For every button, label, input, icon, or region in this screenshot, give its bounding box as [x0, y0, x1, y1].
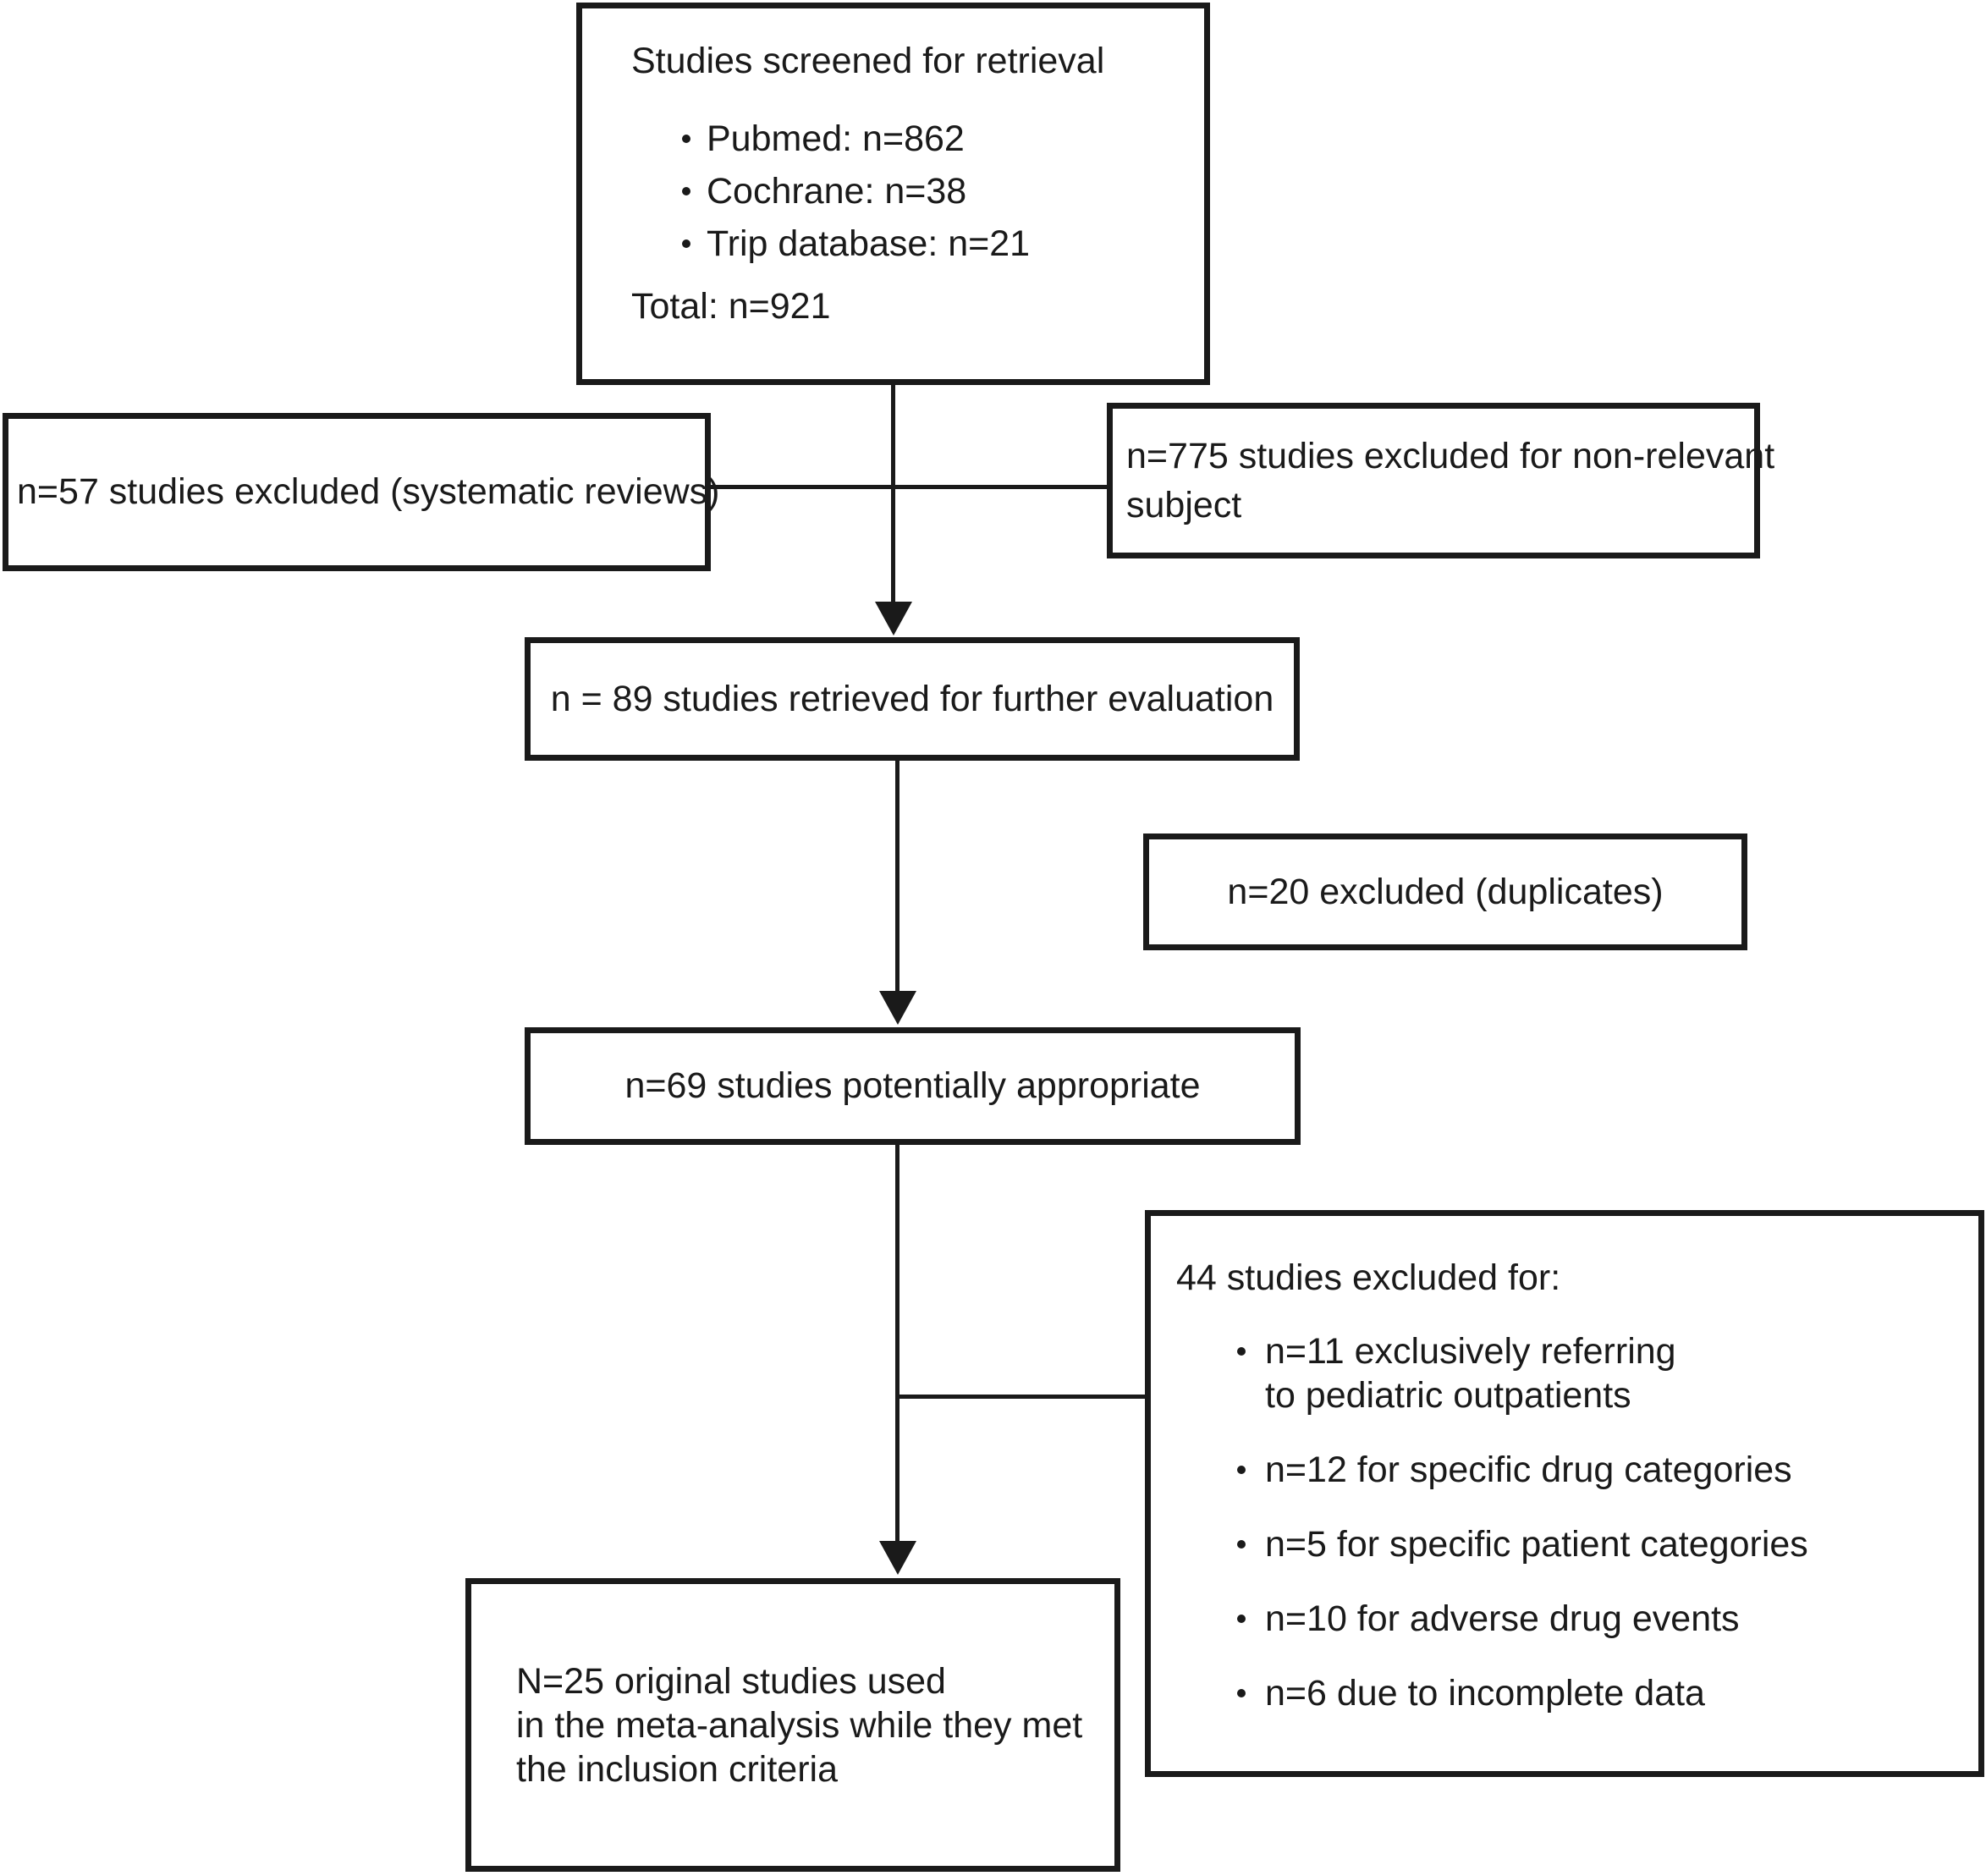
list-item-text: Cochrane: n=38 [707, 171, 967, 212]
bullet-dot-icon [682, 187, 690, 195]
list-item-text: Trip database: n=21 [707, 223, 1031, 264]
bullet-dot-icon [682, 135, 690, 143]
box-text: n=57 studies excluded (systematic review… [17, 471, 720, 512]
list-item: n=5 for specific patient categories [1176, 1522, 1961, 1566]
box-text-line: n=775 studies excluded for non-relevant [1126, 436, 1775, 476]
box-text: n=69 studies potentially appropriate [624, 1065, 1201, 1106]
box-title: 44 studies excluded for: [1176, 1257, 1561, 1298]
list-item: n=6 due to incomplete data [1176, 1671, 1961, 1715]
list-item: Pubmed: n=862 [631, 117, 1187, 161]
box-text-line: in the meta-analysis while they met [516, 1704, 1083, 1746]
box-text-line: subject [1126, 485, 1242, 525]
list-item-text: n=12 for specific drug categories [1265, 1450, 1792, 1490]
arrow-down-icon [875, 602, 912, 635]
box-excluded-duplicates: n=20 excluded (duplicates) [1143, 833, 1747, 950]
list-item-text: n=11 exclusively referring to pediatric … [1265, 1331, 1676, 1416]
bullet-dot-icon [1237, 1347, 1246, 1356]
box-studies-retrieved: n = 89 studies retrieved for further eva… [525, 637, 1300, 761]
arrow-down-icon [879, 1541, 916, 1575]
list-item: Cochrane: n=38 [631, 169, 1187, 213]
bullet-dot-icon [1237, 1540, 1246, 1549]
exclusion-reason-list: n=11 exclusively referring to pediatric … [1176, 1329, 1961, 1715]
list-item-text: n=5 for specific patient categories [1265, 1524, 1808, 1565]
bullet-dot-icon [1237, 1689, 1246, 1697]
list-item-text: n=10 for adverse drug events [1265, 1598, 1740, 1639]
box-title: Studies screened for retrieval [631, 41, 1105, 81]
box-potentially-appropriate: n=69 studies potentially appropriate [525, 1027, 1301, 1145]
box-excluded-systematic-reviews: n=57 studies excluded (systematic review… [3, 413, 720, 571]
list-item: n=12 for specific drug categories [1176, 1448, 1961, 1492]
bullet-dot-icon [1237, 1615, 1246, 1623]
box-text: n=20 excluded (duplicates) [1227, 871, 1664, 912]
bullet-dot-icon [1237, 1466, 1246, 1474]
box-text-line: N=25 original studies used [516, 1660, 946, 1702]
screened-total: Total: n=921 [631, 286, 831, 327]
box-included-studies: N=25 original studies used in the meta-a… [465, 1578, 1120, 1872]
connector-potential-to-included [895, 1145, 899, 1543]
box-text: n = 89 studies retrieved for further eva… [550, 678, 1274, 719]
box-excluded-detail: 44 studies excluded for: n=11 exclusivel… [1145, 1210, 1984, 1777]
screened-source-list: Pubmed: n=862 Cochrane: n=38 Trip databa… [631, 117, 1187, 266]
box-text-line: the inclusion criteria [516, 1748, 839, 1790]
list-item: n=11 exclusively referring to pediatric … [1176, 1329, 1688, 1417]
list-item: n=10 for adverse drug events [1176, 1597, 1961, 1641]
list-item: Trip database: n=21 [631, 222, 1187, 266]
connector-to-excluded-detail [897, 1395, 1145, 1399]
bullet-dot-icon [682, 239, 690, 248]
box-studies-screened: Studies screened for retrieval Pubmed: n… [576, 3, 1210, 385]
connector-retrieved-to-potential [895, 759, 899, 993]
list-item-text: n=6 due to incomplete data [1265, 1673, 1705, 1714]
box-excluded-nonrelevant-subject: n=775 studies excluded for non-relevant … [1107, 403, 1775, 558]
connector-exclusions-horizontal [711, 485, 1107, 489]
connector-screened-to-retrieved [891, 385, 895, 603]
list-item-text: Pubmed: n=862 [707, 118, 965, 159]
arrow-down-icon [879, 991, 916, 1025]
